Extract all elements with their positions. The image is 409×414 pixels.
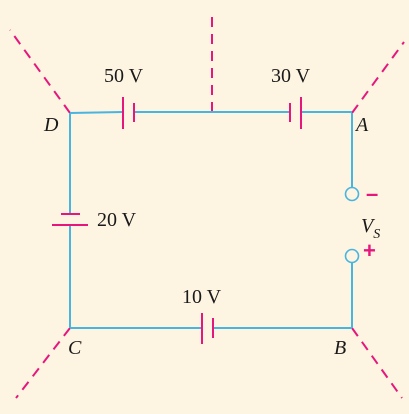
supply-voltage-symbol: V <box>361 215 376 237</box>
supply-voltage-subscript: S <box>373 227 380 242</box>
node-label-c: C <box>68 337 82 359</box>
terminal-negative <box>344 186 360 202</box>
battery-10v <box>201 313 214 344</box>
node-label-a: A <box>354 114 369 136</box>
source-label-10v: 10 V <box>182 286 222 308</box>
source-label-20v: 20 V <box>97 209 137 231</box>
positive-sign: + <box>363 238 376 263</box>
dashed-lead-top-right <box>351 41 405 114</box>
dashed-lead-top-left <box>9 29 71 114</box>
negative-sign: – <box>366 181 378 206</box>
source-label-30v: 30 V <box>271 65 311 87</box>
supply-voltage-label: VS <box>361 215 380 242</box>
battery-50v <box>122 97 135 129</box>
battery-30v <box>289 97 302 129</box>
wire-top-left <box>69 111 124 114</box>
battery-20v <box>52 213 88 226</box>
node-label-b: B <box>334 337 346 359</box>
terminal-positive <box>344 248 360 264</box>
source-label-50v: 50 V <box>104 65 144 87</box>
dashed-lead-bottom-right <box>351 327 403 399</box>
node-label-d: D <box>43 114 59 136</box>
dashed-lead-bottom-left <box>15 327 71 399</box>
